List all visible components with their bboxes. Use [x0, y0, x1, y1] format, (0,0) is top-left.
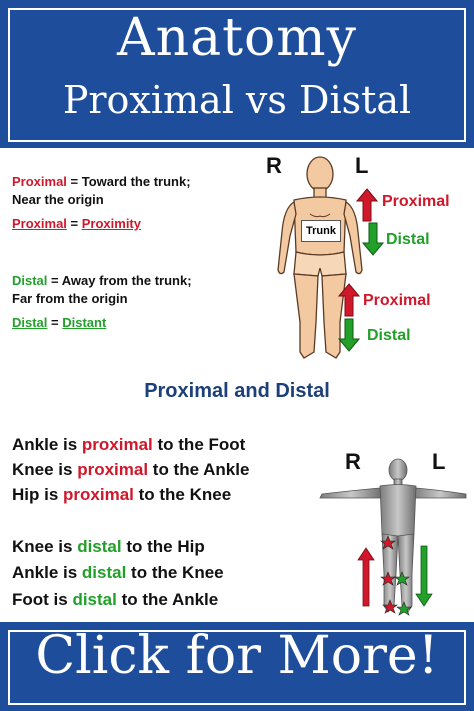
proximal-label-lower: Proximal	[363, 292, 431, 309]
distal-eq-left: Distal	[12, 315, 48, 330]
grey-body-model-illustration	[319, 458, 467, 616]
statement-pre: Knee is	[12, 537, 78, 556]
statement-2: Knee is proximal to the Ankle	[12, 460, 249, 480]
trunk-label: Trunk	[301, 220, 341, 242]
statement-key: distal	[81, 563, 127, 582]
statement-pre: Ankle is	[12, 435, 82, 454]
statement-post: to the Ankle	[148, 460, 250, 479]
statement-5: Ankle is distal to the Knee	[12, 563, 224, 583]
statement-post: to the Ankle	[116, 590, 219, 609]
proximal-eq-mid: =	[66, 216, 82, 231]
statement-key: proximal	[81, 435, 153, 454]
proximal-eq-left: Proximal	[12, 216, 67, 231]
proximal-label-upper: Proximal	[382, 193, 450, 210]
statement-key: distal	[72, 590, 117, 609]
statement-post: to the Foot	[152, 435, 246, 454]
figure-bottom-r-label: R	[345, 449, 361, 474]
proximal-term: Proximal	[12, 174, 67, 189]
proximal-arrow-lower	[338, 283, 360, 317]
statement-6: Foot is distal to the Ankle	[12, 590, 218, 610]
statement-1: Ankle is proximal to the Foot	[12, 435, 245, 455]
statement-pre: Hip is	[12, 485, 64, 504]
distal-eq-right: Distant	[62, 315, 107, 330]
click-for-more-button[interactable]: Click for More!	[35, 626, 439, 686]
statement-pre: Knee is	[12, 460, 78, 479]
footer-banner[interactable]: Click for More!	[0, 622, 474, 711]
distal-def-text: = Away from the trunk; Far from the orig…	[12, 273, 192, 306]
page-subtitle: Proximal vs Distal	[62, 78, 412, 122]
statement-key: distal	[77, 537, 122, 556]
distal-eq-mid: =	[47, 315, 63, 330]
statement-pre: Ankle is	[12, 563, 82, 582]
statement-3: Hip is proximal to the Knee	[12, 485, 231, 505]
statement-4: Knee is distal to the Hip	[12, 537, 205, 557]
distal-term: Distal	[12, 273, 48, 288]
statement-key: proximal	[63, 485, 134, 504]
proximal-def-text: = Toward the trunk; Near the origin	[12, 174, 191, 207]
proximal-eq-right: Proximity	[81, 216, 141, 231]
figure-top-r-label: R	[266, 153, 282, 178]
statement-post: to the Knee	[133, 485, 232, 504]
distal-equation: Distal = Distant	[12, 314, 106, 332]
distal-arrow-lower	[338, 318, 360, 352]
figure-top-l-label: L	[355, 153, 369, 178]
section-title: Proximal and Distal	[144, 380, 330, 402]
distal-label-lower: Distal	[367, 327, 411, 344]
distal-arrow-upper	[362, 222, 384, 256]
page-title: Anatomy	[117, 8, 357, 68]
statement-key: proximal	[77, 460, 149, 479]
statement-post: to the Knee	[126, 563, 224, 582]
distal-definition: Distal = Away from the trunk; Far from t…	[12, 272, 192, 308]
statement-post: to the Hip	[121, 537, 205, 556]
header-border	[8, 8, 466, 142]
distal-label-upper: Distal	[386, 231, 430, 248]
header-banner: Anatomy Proximal vs Distal	[0, 0, 474, 148]
figure-bottom-l-label: L	[432, 449, 446, 474]
footer-border	[8, 630, 466, 705]
proximal-definition: Proximal = Toward the trunk; Near the or…	[12, 173, 192, 209]
statement-pre: Foot is	[12, 590, 73, 609]
proximal-equation: Proximal = Proximity	[12, 215, 141, 233]
proximal-arrow-upper	[356, 188, 378, 222]
